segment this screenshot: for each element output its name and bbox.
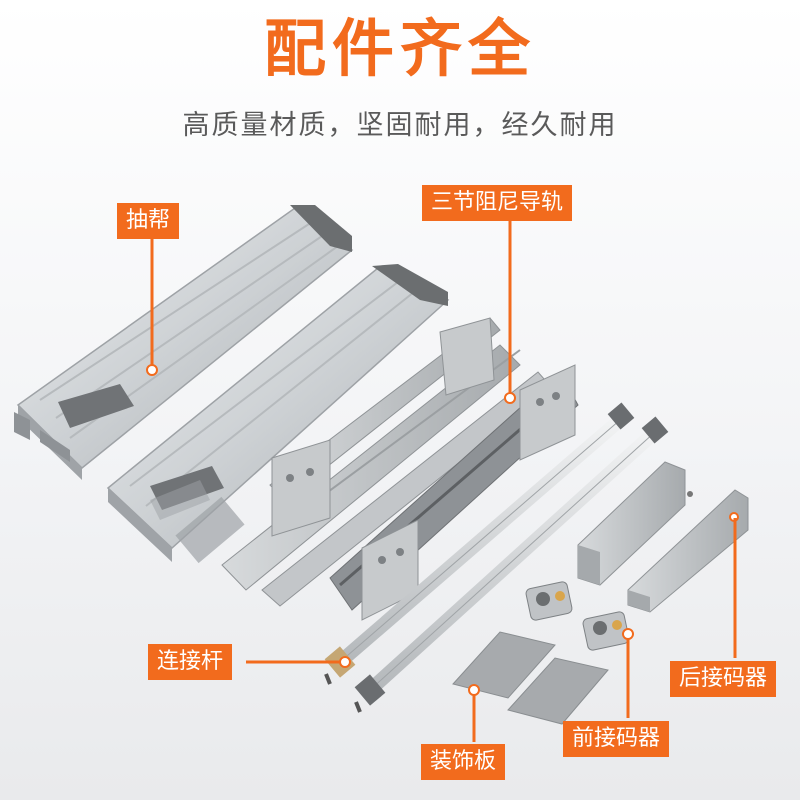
trim-plate-right xyxy=(507,657,609,725)
connecting-rod-right xyxy=(354,416,669,713)
front-connector-left xyxy=(525,581,573,621)
label-drawer-side: 抽帮 xyxy=(117,203,180,239)
label-trim-plate: 装饰板 xyxy=(421,744,506,780)
front-connector-right xyxy=(582,611,630,651)
headline: 配件齐全 xyxy=(263,12,536,85)
trim-plate-left xyxy=(452,631,556,699)
label-front-connector: 前接码器 xyxy=(563,721,670,757)
subheadline: 高质量材质，坚固耐用，经久耐用 xyxy=(182,110,618,141)
slide-rail-assembly xyxy=(221,317,579,621)
label-connecting-rod: 连接杆 xyxy=(148,644,233,680)
drawer-side-panel-back xyxy=(106,264,450,564)
drawer-side-panel-front xyxy=(14,205,354,480)
rear-connector-brackets xyxy=(577,461,749,613)
label-rear-connector: 后接码器 xyxy=(670,661,777,697)
label-slide-rail: 三节阻尼导轨 xyxy=(422,185,573,221)
